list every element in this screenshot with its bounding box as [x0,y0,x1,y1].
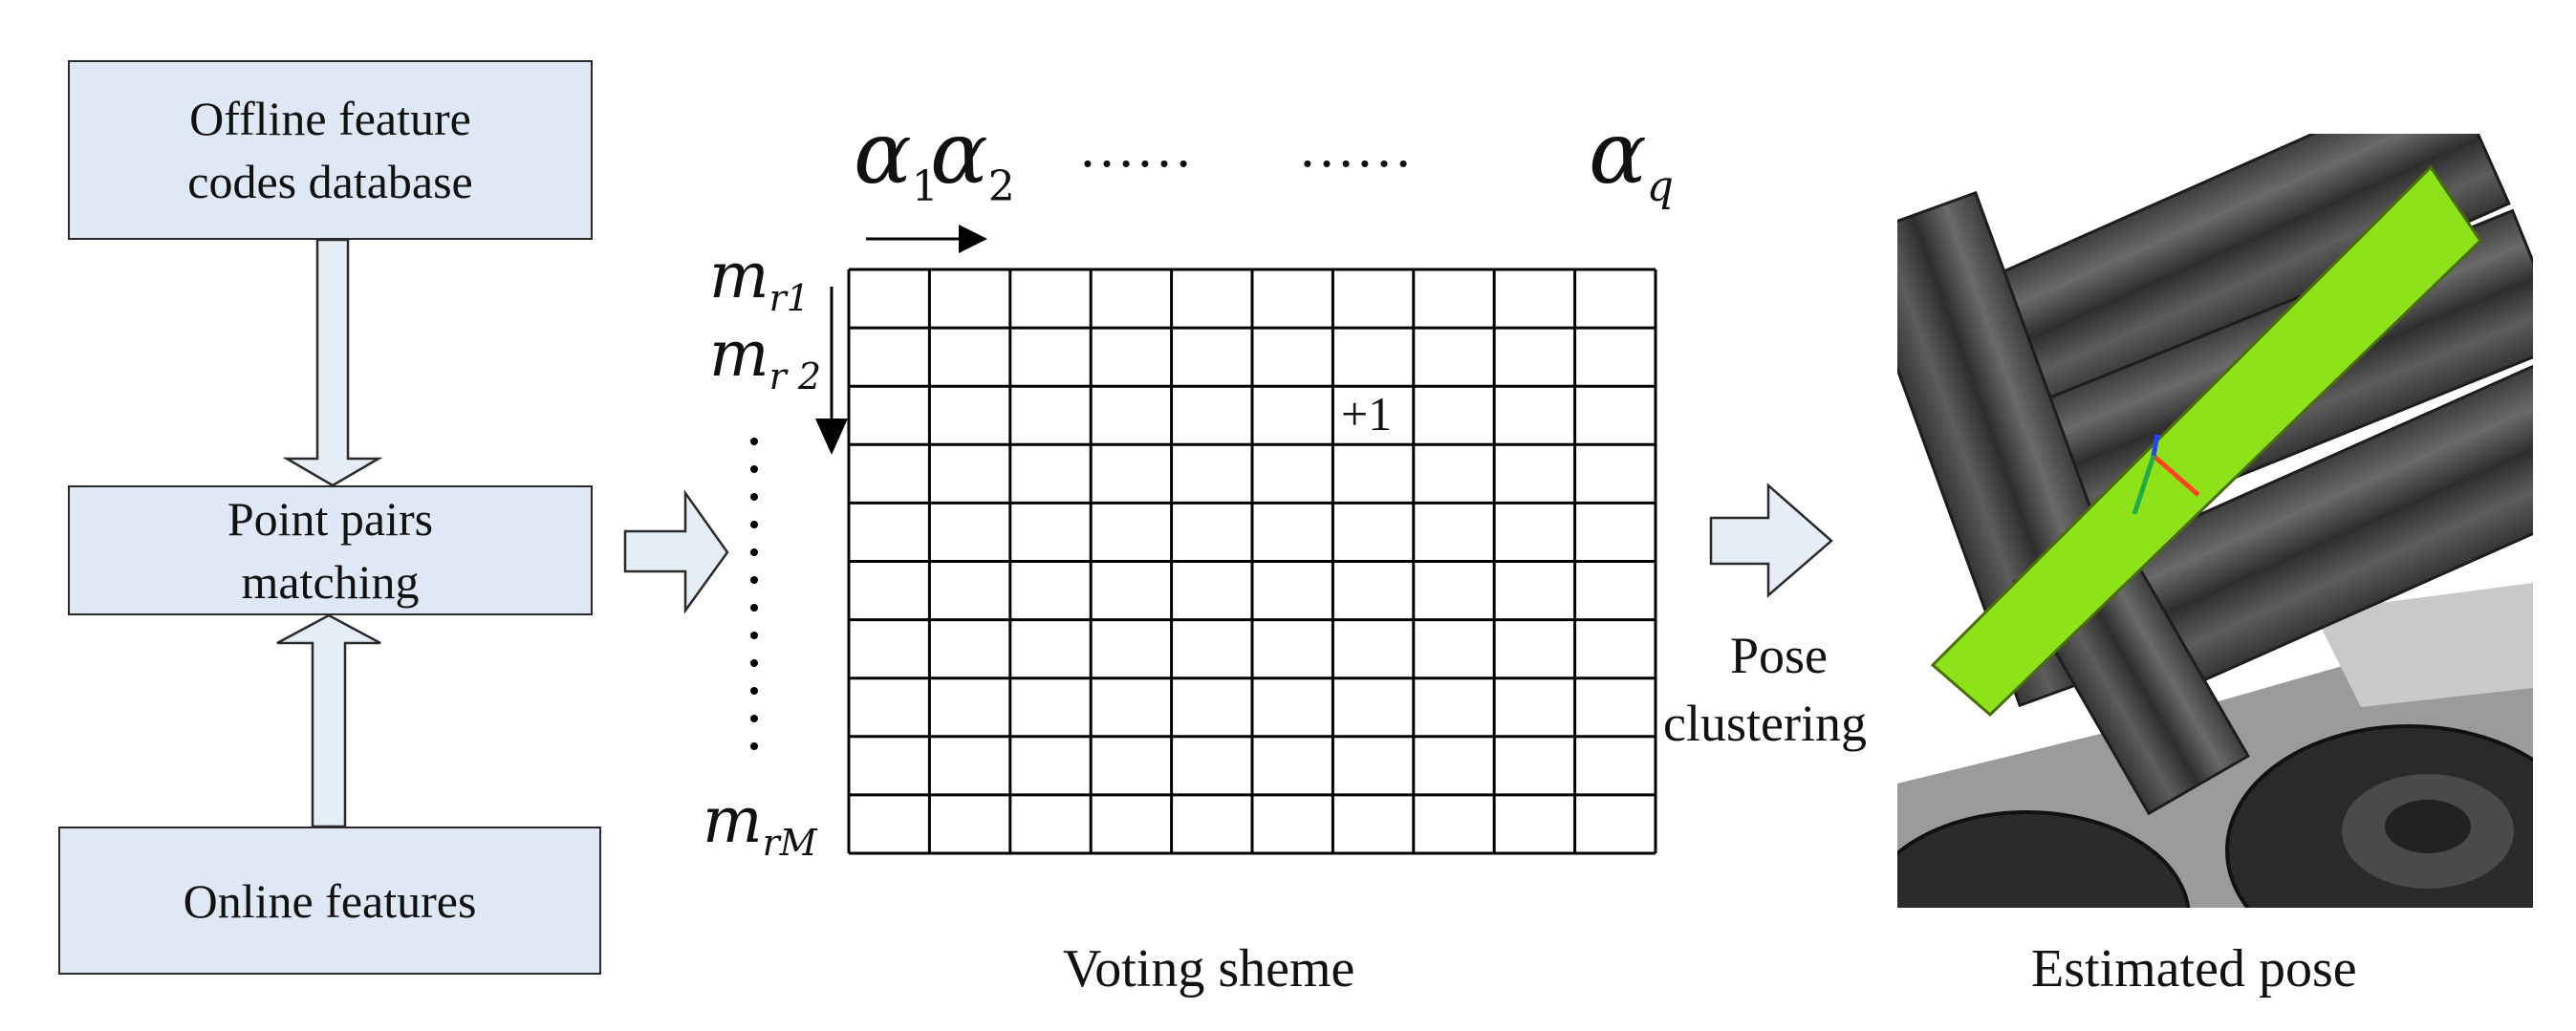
voting-grid [847,268,1657,855]
m-arrowhead [815,419,848,455]
online-features-box: Online features [58,827,601,975]
online-features-label: Online features [183,873,477,928]
voting-caption: Voting sheme [1063,939,1355,999]
right-block-arrow-1 [623,489,729,614]
pose-clustering-line2: clustering [1663,695,1867,752]
right-block-arrow-2 [1709,483,1833,598]
m-r2-label: mr 2 [709,317,822,398]
estimated-pose-caption: Estimated pose [2031,939,2357,999]
offline-database-box: Offline feature codes database [68,60,593,240]
axis-y [2132,455,2156,515]
alpha-q-label: αq [1589,103,1674,211]
alpha-ellipsis-2: …… [1298,116,1413,179]
highlighted-object [1930,164,2482,718]
point-pairs-matching-box: Point pairs matching [68,485,593,615]
axis-x [2152,454,2200,497]
alpha-2-label: α2 [930,103,1015,211]
up-block-arrow [276,613,381,828]
down-block-arrow [282,238,383,487]
alpha-1-label: α1 [854,103,939,211]
pose-clustering-line1: Pose [1730,627,1829,684]
alpha-ellipsis-1: …… [1078,116,1193,179]
tire-left [1897,810,2191,908]
vertical-ellipsis [750,438,758,750]
axis-z [2151,434,2160,457]
point-pairs-matching-label: Point pairs matching [227,492,434,609]
m-r1-label: mr1 [709,239,810,320]
plus-one-vote: +1 [1341,387,1393,440]
alpha-arrowhead [959,225,987,253]
offline-database-label: Offline feature codes database [187,92,473,208]
m-rM-label: mrM [703,784,817,865]
